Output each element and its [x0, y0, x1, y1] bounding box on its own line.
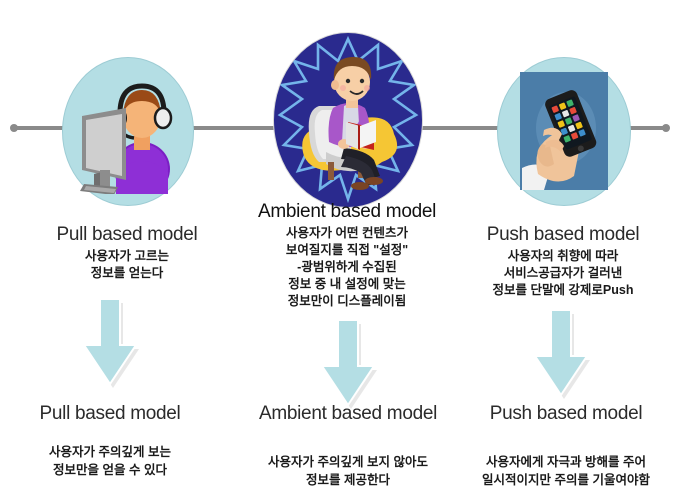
pull-illustration-oval [62, 57, 194, 206]
push-bottom-description: 사용자에게 자극과 방해를 주어 일시적이지만 주의를 기울여야함 [482, 455, 650, 487]
hand-holding-smartphone-icon [520, 72, 608, 190]
push-bottom-title: Push based model [489, 403, 643, 424]
timeline-endpoint-left-dot-icon [10, 124, 18, 132]
ambient-model-description: 사용자가 어떤 컨텐츠가 보여질지를 직접 "설정" -광범위하게 수집된 정보… [285, 226, 409, 308]
pull-model-description: 사용자가 고르는 정보를 얻는다 [85, 249, 169, 280]
person-reading-book-in-chair-icon [302, 56, 398, 190]
pull-model-title: Pull based model [56, 224, 198, 245]
headset-agent-at-monitor-icon [80, 83, 173, 194]
starburst-icon [277, 35, 419, 204]
push-model-description: 사용자의 취향에 따라 서비스공급자가 걸러낸 정보를 단말에 강제로Push [492, 249, 634, 297]
ambient-down-arrow-icon [320, 319, 377, 409]
pull-down-arrow-icon [82, 298, 139, 388]
pull-bottom-description: 사용자가 주의깊게 보는 정보만을 얻을 수 있다 [49, 445, 171, 477]
ambient-bottom-description: 사용자가 주의깊게 보지 않아도 정보를 제공한다 [268, 455, 428, 487]
push-down-arrow-icon [533, 309, 590, 399]
timeline-endpoint-right-dot-icon [662, 124, 670, 132]
ambient-bottom-title: Ambient based model [258, 403, 438, 424]
pull-bottom-title: Pull based model [39, 403, 181, 424]
push-model-title: Push based model [486, 224, 640, 245]
ambient-model-title: Ambient based model [257, 201, 437, 222]
